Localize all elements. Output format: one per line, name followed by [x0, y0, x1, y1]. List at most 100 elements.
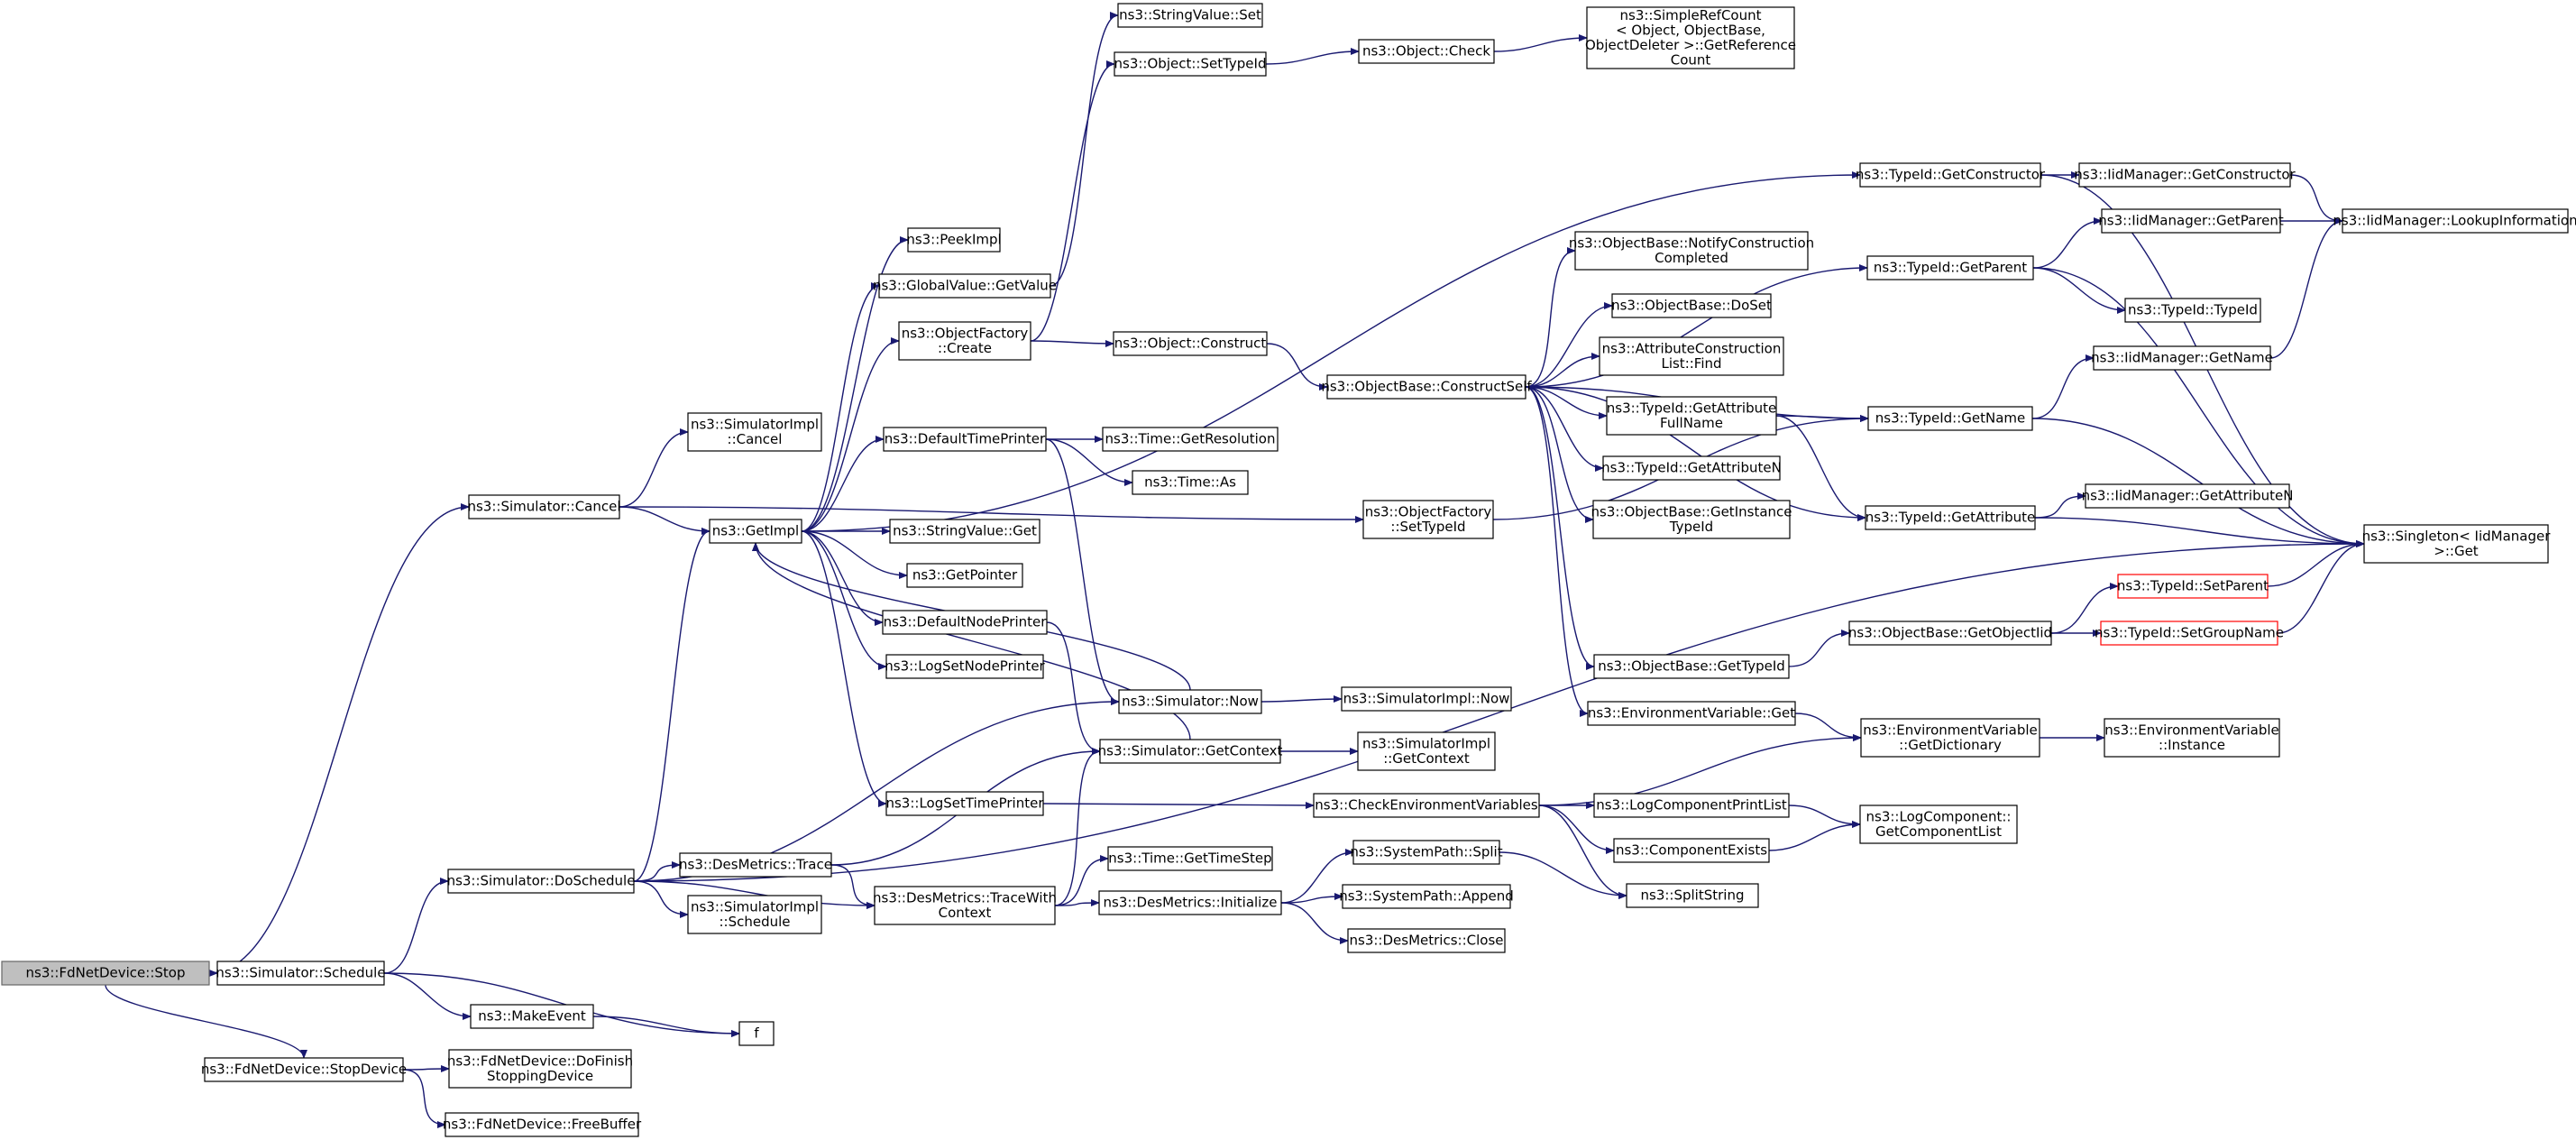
node-box [907, 227, 1001, 253]
node-env-instance[interactable]: ns3::EnvironmentVariable::Instance [2104, 718, 2280, 758]
node-doschedule[interactable]: ns3::Simulator::DoSchedule [447, 869, 636, 894]
node-label: ns3::IidManager::GetConstructor [2074, 167, 2296, 183]
node-singleton-get[interactable]: ns3::Singleton< IidManager>::Get [2362, 524, 2552, 564]
node-box [447, 869, 635, 894]
node-des-init[interactable]: ns3::DesMetrics::Initialize [1098, 890, 1282, 915]
node-tid-setgroupname[interactable]: ns3::TypeId::SetGroupName [2095, 621, 2284, 646]
node-logcompprintlist[interactable]: ns3::LogComponentPrintList [1593, 793, 1790, 818]
node-iid-getname[interactable]: ns3::IidManager::GetName [2091, 345, 2273, 371]
node-peekimpl[interactable]: ns3::PeekImpl [906, 227, 1002, 253]
node-sim-cancel[interactable]: ns3::Simulator::Cancel [467, 494, 621, 519]
edge-gv-getvalue-to-stringvalue-set [1050, 12, 1119, 287]
node-iid-getattrn[interactable]: ns3::IidManager::GetAttributeN [2082, 483, 2294, 509]
node-gv-getvalue[interactable]: ns3::GlobalValue::GetValue [873, 273, 1057, 299]
edge-iid-getname-to-iid-lookup [2269, 217, 2343, 359]
node-env-get[interactable]: ns3::EnvironmentVariable::Get [1587, 701, 1796, 726]
node-tid-getattribute[interactable]: ns3::TypeId::GetAttribute [1865, 505, 2036, 530]
node-freebuffer[interactable]: ns3::FdNetDevice::FreeBuffer [443, 1112, 642, 1137]
node-iid-getconstructor[interactable]: ns3::IidManager::GetConstructor [2074, 162, 2296, 188]
node-simimpl-schedule[interactable]: ns3::SimulatorImpl::Schedule [687, 895, 822, 934]
node-ob-notify[interactable]: ns3::ObjectBase::NotifyConstructionCompl… [1569, 231, 1814, 271]
node-ob-constructself[interactable]: ns3::ObjectBase::ConstructSelf [1321, 374, 1532, 400]
node-stop[interactable]: ns3::FdNetDevice::Stop [1, 961, 210, 986]
node-simplerefcount[interactable]: ns3::SimpleRefCount< Object, ObjectBase,… [1585, 6, 1796, 69]
node-logsetnodeprinter[interactable]: ns3::LogSetNodePrinter [885, 654, 1046, 679]
node-simimpl-getcontext[interactable]: ns3::SimulatorImpl::GetContext [1357, 731, 1496, 771]
node-time-as[interactable]: ns3::Time::As [1132, 470, 1249, 495]
node-box [1592, 500, 1791, 539]
node-ob-getobjectiid[interactable]: ns3::ObjectBase::GetObjectIid [1848, 621, 2052, 646]
node-label: f [754, 1025, 759, 1042]
node-logcomp-getlist[interactable]: ns3::LogComponent::GetComponentList [1859, 804, 2018, 844]
node-obj-check[interactable]: ns3::Object::Check [1358, 39, 1495, 64]
node-stringvalue-get[interactable]: ns3::StringValue::Get [889, 519, 1040, 544]
node-sp-append[interactable]: ns3::SystemPath::Append [1339, 884, 1514, 909]
node-label: ns3::FdNetDevice::FreeBuffer [443, 1117, 642, 1133]
node-label: ns3::Object::SetTypeId [1114, 56, 1267, 72]
node-defaultnodeprinter[interactable]: ns3::DefaultNodePrinter [882, 610, 1048, 635]
node-tid-typeid[interactable]: ns3::TypeId::TypeId [2124, 298, 2261, 323]
node-getpointer[interactable]: ns3::GetPointer [906, 563, 1023, 588]
node-box [1118, 689, 1262, 714]
edge-tid-getparent-to-tid-typeid [2032, 267, 2126, 314]
node-box [2342, 208, 2569, 234]
node-sp-split[interactable]: ns3::SystemPath::Split [1350, 840, 1503, 865]
node-logsettimeprinter[interactable]: ns3::LogSetTimePrinter [885, 791, 1044, 816]
node-obj-settypeid[interactable]: ns3::Object::SetTypeId [1114, 51, 1267, 77]
node-label: ::Schedule [719, 914, 790, 930]
node-label: ns3::TypeId::SetParent [2117, 578, 2269, 594]
node-des-trace[interactable]: ns3::DesMetrics::Trace [679, 852, 832, 878]
edge-sim-now-to-simimpl-now [1260, 695, 1343, 703]
node-env-getdict[interactable]: ns3::EnvironmentVariable::GetDictionary [1860, 718, 2040, 758]
node-simimpl-cancel[interactable]: ns3::SimulatorImpl::Cancel [687, 412, 822, 452]
node-tid-getparent[interactable]: ns3::TypeId::GetParent [1866, 255, 2034, 280]
edge-getimpl-to-peekimpl [801, 236, 909, 532]
node-iid-getparent[interactable]: ns3::IidManager::GetParent [2098, 208, 2284, 234]
node-compexists[interactable]: ns3::ComponentExists [1613, 838, 1770, 863]
node-f[interactable]: f [738, 1021, 775, 1046]
edge-tid-getname-to-singleton-get [2031, 418, 2365, 547]
node-time-gettimestep[interactable]: ns3::Time::GetTimeStep [1107, 846, 1273, 871]
node-box [1117, 3, 1263, 28]
node-label: ns3::Object::Construct [1114, 336, 1267, 352]
node-iid-lookup[interactable]: ns3::IidManager::LookupInformation [2333, 208, 2576, 234]
edge-stopdevice-to-dofinish [402, 1065, 450, 1073]
node-time-getres[interactable]: ns3::Time::GetResolution [1102, 427, 1279, 452]
node-tid-getattrn[interactable]: ns3::TypeId::GetAttributeN [1601, 455, 1782, 481]
node-stringvalue-set[interactable]: ns3::StringValue::Set [1117, 3, 1263, 28]
node-of-settypeid[interactable]: ns3::ObjectFactory::SetTypeId [1362, 500, 1494, 539]
node-box [1860, 718, 2040, 758]
node-simimpl-now[interactable]: ns3::SimulatorImpl::Now [1341, 686, 1512, 712]
node-checkenv[interactable]: ns3::CheckEnvironmentVariables [1313, 793, 1540, 818]
node-getimpl[interactable]: ns3::GetImpl [709, 519, 802, 544]
edge-tid-getattrfull-to-tid-getname [1775, 414, 1869, 422]
edge-iid-getconstructor-to-iid-lookup [2289, 174, 2343, 225]
node-obj-construct[interactable]: ns3::Object::Construct [1113, 331, 1268, 356]
node-des-close[interactable]: ns3::DesMetrics::Close [1347, 928, 1506, 953]
node-defaulttimeprinter[interactable]: ns3::DefaultTimePrinter [883, 427, 1047, 452]
edge-defaultnodeprinter-to-sim-getcontext [1046, 621, 1101, 755]
edge-defaulttimeprinter-to-sim-now [1045, 438, 1120, 705]
node-ob-doset[interactable]: ns3::ObjectBase::DoSet [1611, 293, 1772, 318]
node-sim-schedule[interactable]: ns3::Simulator::Schedule [215, 961, 386, 986]
node-tid-getconstructor[interactable]: ns3::TypeId::GetConstructor [1856, 162, 2046, 188]
node-box [882, 610, 1048, 635]
node-makeevent[interactable]: ns3::MakeEvent [470, 1004, 594, 1029]
node-tid-getname[interactable]: ns3::TypeId::GetName [1867, 406, 2033, 431]
edge-ob-constructself-to-tid-getattrfull [1525, 386, 1608, 419]
node-ob-gettypeid[interactable]: ns3::ObjectBase::GetTypeId [1593, 654, 1790, 679]
edge-compexists-to-logcomp-getlist [1768, 821, 1861, 851]
node-splitstring[interactable]: ns3::SplitString [1626, 883, 1759, 908]
node-label: ::GetDictionary [1899, 737, 2002, 753]
node-sim-now[interactable]: ns3::Simulator::Now [1118, 689, 1262, 714]
node-stopdevice[interactable]: ns3::FdNetDevice::StopDevice [201, 1057, 407, 1082]
node-box [1848, 621, 2052, 646]
node-of-create[interactable]: ns3::ObjectFactory::Create [898, 321, 1031, 361]
node-sim-getcontext[interactable]: ns3::Simulator::GetContext [1098, 739, 1283, 764]
node-tid-setparent[interactable]: ns3::TypeId::SetParent [2117, 574, 2269, 599]
